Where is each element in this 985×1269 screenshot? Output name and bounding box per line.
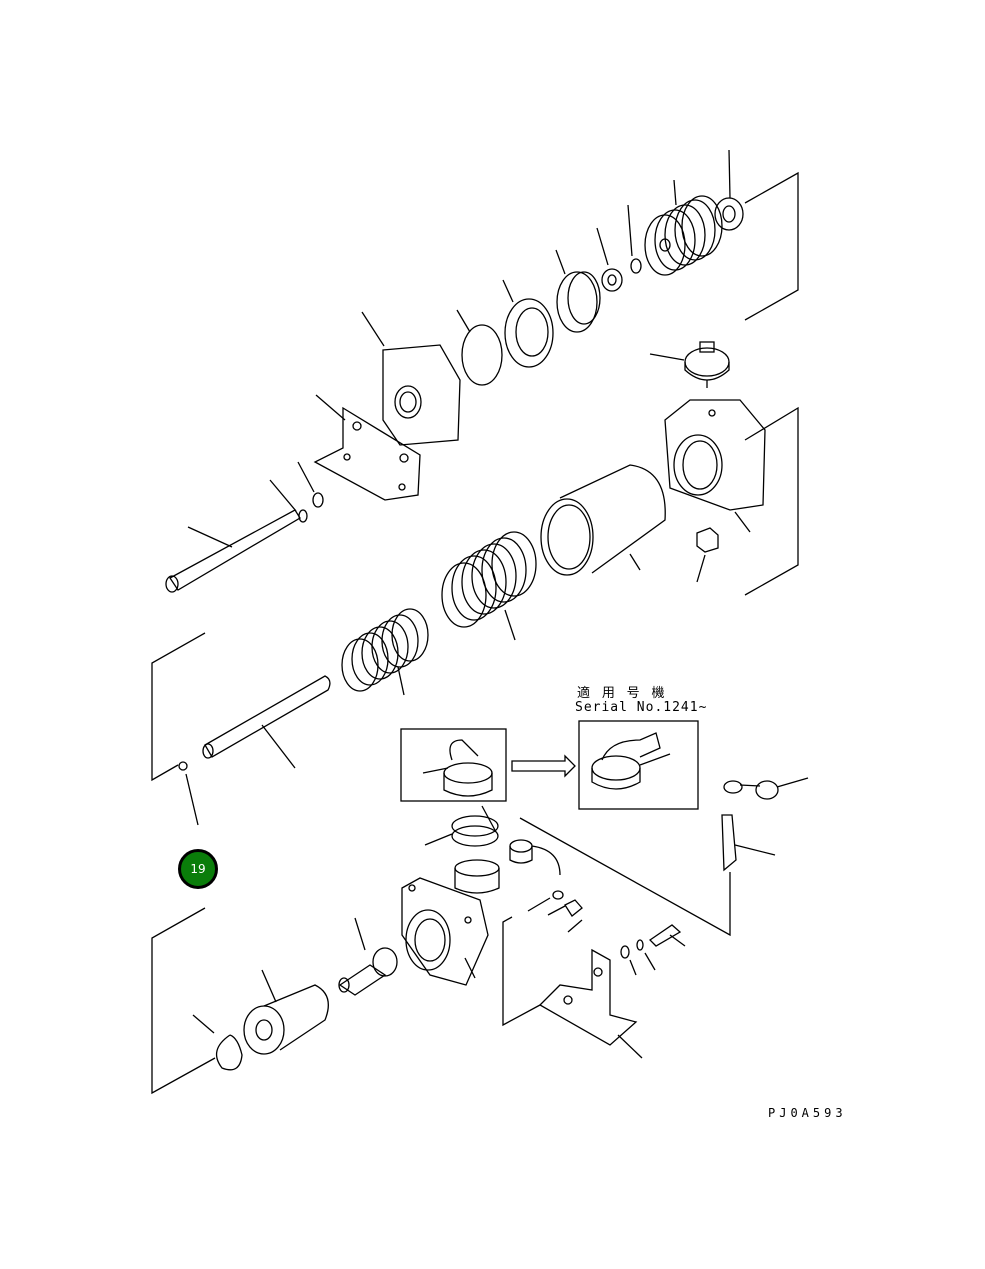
- mounting-bracket-part: [538, 948, 643, 1059]
- bolt-long-part: [165, 509, 301, 593]
- bleeder-screw-part: [721, 814, 776, 872]
- ball-part: [178, 761, 199, 826]
- part-callout-hotspot[interactable]: 19: [178, 849, 218, 889]
- housing-part: [664, 399, 766, 533]
- drawing-code: PJ0A593: [768, 1106, 847, 1120]
- valve-spring-part: [338, 917, 398, 996]
- small-washer-part: [527, 890, 564, 912]
- group-bracket-lower: [502, 916, 541, 1027]
- collar-part: [714, 149, 744, 231]
- master-cylinder-body-part: [401, 877, 489, 986]
- push-rod-part: [202, 675, 331, 769]
- old-fitting-box: [400, 728, 507, 802]
- boot-part: [454, 859, 500, 894]
- bleeder-nut-part: [696, 527, 719, 583]
- group-bracket-bottom: [151, 907, 216, 1095]
- o-ring-part: [456, 309, 503, 386]
- group-bracket-left: [151, 632, 206, 782]
- new-fitting-part: [591, 732, 671, 790]
- bleeder-cap-part: [723, 777, 809, 800]
- serial-number-label: Serial No.1241~: [575, 700, 708, 715]
- circlip-part: [192, 1014, 243, 1071]
- spring-small-part: [341, 608, 429, 696]
- bracket-part: [313, 394, 421, 501]
- plug-part: [649, 341, 730, 388]
- lower-spring-washer-part: [636, 939, 656, 971]
- old-fitting-part: [422, 739, 493, 797]
- arrow-right-icon: [511, 754, 576, 778]
- bolt-part: [648, 924, 686, 947]
- snap-ring-part: [627, 204, 642, 274]
- retainer-part: [502, 279, 554, 368]
- applicability-label: 適 用 号 機: [577, 686, 667, 701]
- new-fitting-box: [578, 720, 699, 810]
- spring-washer-part: [269, 479, 308, 523]
- group-bracket-center: [519, 817, 731, 937]
- small-bolt-part: [547, 899, 583, 933]
- bushing-part: [509, 839, 561, 876]
- piston-part: [243, 969, 329, 1055]
- snap-ring-lower-part: [424, 805, 499, 847]
- cylinder-sleeve-part: [540, 464, 666, 576]
- diaphragm-part: [644, 179, 723, 276]
- nut-part: [596, 227, 623, 292]
- ring-part: [555, 249, 601, 333]
- group-bracket-right: [744, 406, 799, 596]
- spring-large-part: [441, 531, 537, 641]
- cover-part: [361, 311, 461, 446]
- washer-part: [297, 461, 324, 508]
- group-bracket-top: [744, 171, 799, 321]
- lower-washer-part: [620, 945, 637, 976]
